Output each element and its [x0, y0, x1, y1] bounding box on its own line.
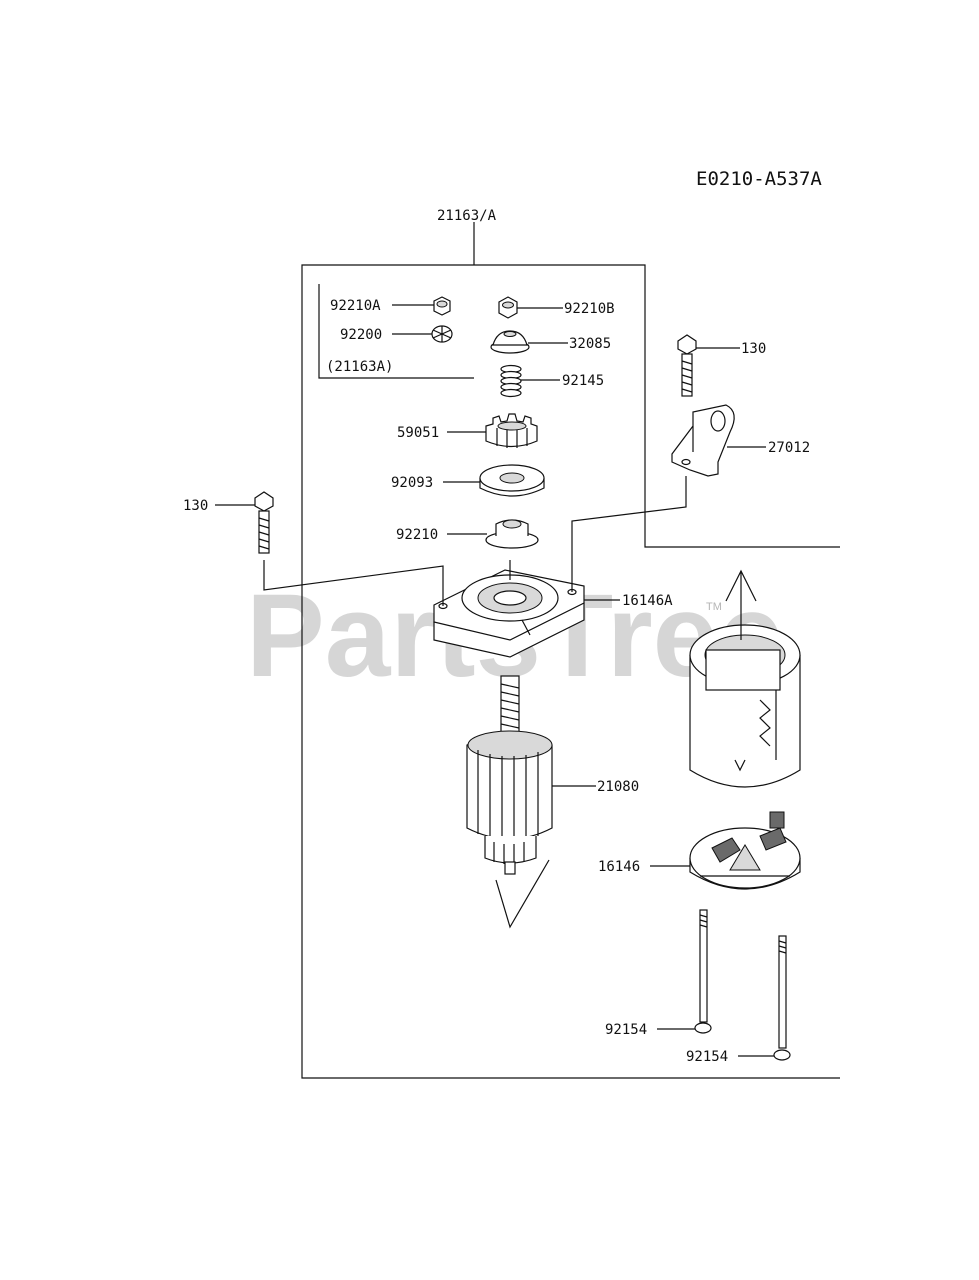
through-bolt-a-part[interactable]: [694, 909, 712, 1034]
washer-part[interactable]: [431, 325, 453, 343]
spring-part[interactable]: [500, 364, 522, 398]
part-label-92093[interactable]: 92093: [391, 475, 433, 491]
part-label-27012[interactable]: 27012: [768, 440, 810, 456]
part-label-32085[interactable]: 32085: [569, 336, 611, 352]
assembly-frame: [301, 222, 840, 1079]
front-cover-part[interactable]: [433, 560, 585, 658]
nut-part[interactable]: [485, 519, 539, 549]
part-label-92210a[interactable]: 92210A: [330, 298, 381, 314]
diagram-code: E0210-A537A: [696, 168, 822, 190]
bracket-part[interactable]: [671, 404, 735, 477]
part-label-59051[interactable]: 59051: [397, 425, 439, 441]
part-label-16146[interactable]: 16146: [598, 859, 640, 875]
part-label-92210[interactable]: 92210: [396, 527, 438, 543]
yoke-housing-part[interactable]: [689, 624, 801, 788]
trademark: TM: [706, 601, 722, 613]
part-label-130-left[interactable]: 130: [183, 498, 208, 514]
through-bolt-b-part[interactable]: [773, 935, 791, 1061]
part-label-92210b[interactable]: 92210B: [564, 301, 615, 317]
nut-a-part[interactable]: [433, 296, 451, 316]
nut-b-part[interactable]: [498, 296, 518, 319]
subassembly-label: (21163A): [326, 359, 393, 375]
armature-part[interactable]: [466, 675, 553, 875]
cap-part[interactable]: [490, 330, 530, 354]
assembly-label: 21163/A: [437, 208, 497, 224]
part-label-92154-b[interactable]: 92154: [686, 1049, 728, 1065]
pinion-gear-part[interactable]: [485, 413, 538, 448]
part-label-92145[interactable]: 92145: [562, 373, 604, 389]
bolt-left-part[interactable]: [254, 491, 274, 554]
part-label-92154-a[interactable]: 92154: [605, 1022, 647, 1038]
part-label-21080[interactable]: 21080: [597, 779, 639, 795]
bolt-right-part[interactable]: [677, 334, 697, 397]
part-label-130-right[interactable]: 130: [741, 341, 766, 357]
brush-holder-part[interactable]: [689, 811, 801, 890]
subassembly-bracket: [318, 284, 474, 379]
part-label-16146a[interactable]: 16146A: [622, 593, 673, 609]
part-label-92200[interactable]: 92200: [340, 327, 382, 343]
seal-washer-part[interactable]: [479, 464, 545, 497]
